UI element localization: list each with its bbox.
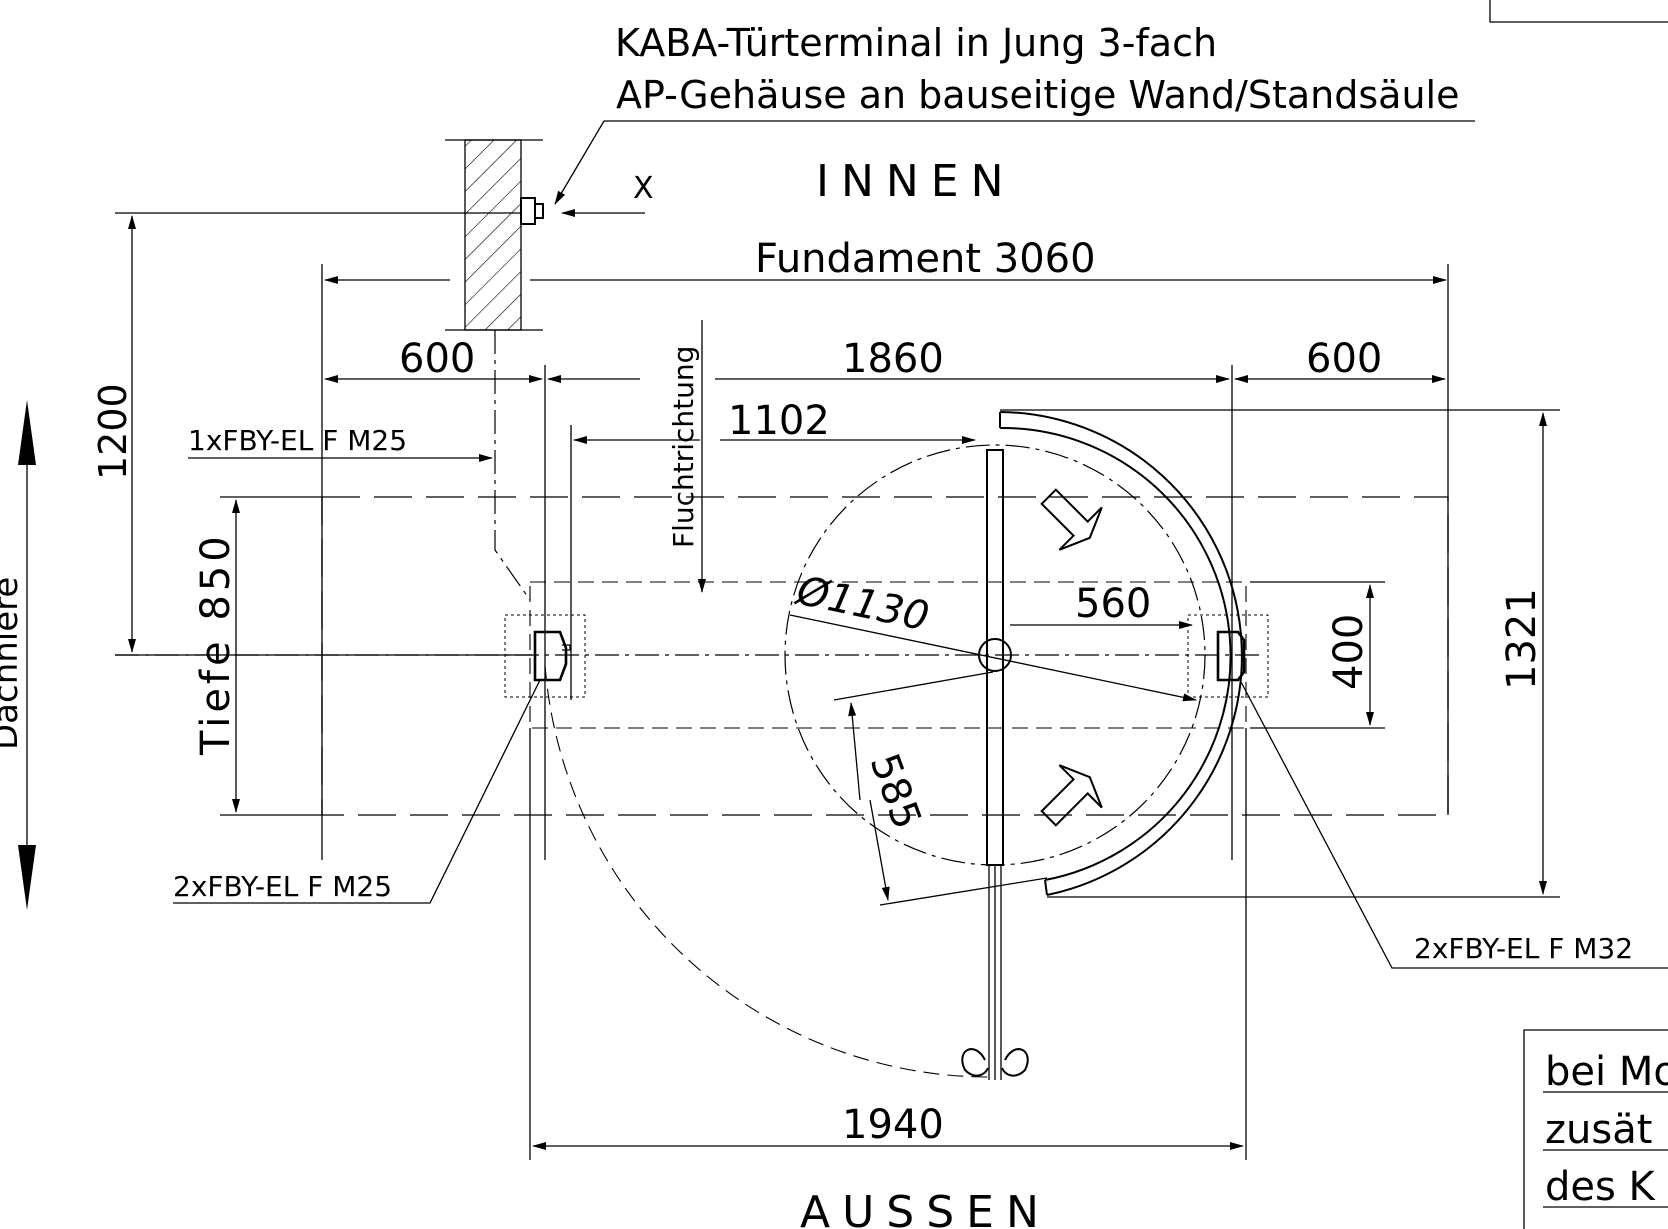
dim-585: 585	[861, 748, 930, 835]
foundation-dimension	[321, 264, 1449, 360]
note-line2: zusät	[1545, 1107, 1652, 1153]
depth-label: Tiefe 850	[193, 532, 239, 756]
note-box	[1523, 1029, 1668, 1229]
dim-1102: 1102	[728, 398, 830, 444]
side-direction-arrow	[18, 400, 36, 910]
note-line1: bei Mo	[1545, 1049, 1668, 1095]
view-x-label: X	[633, 171, 654, 206]
dim-1940: 1940	[842, 1102, 944, 1148]
dim-1321-line	[1000, 409, 1560, 898]
cable-2-label: 2xFBY-EL F M25	[173, 870, 392, 903]
dim-left-600: 600	[399, 336, 475, 382]
junction-box-left	[504, 614, 586, 698]
wall-center-line	[494, 330, 531, 601]
dim-1102-line	[570, 425, 976, 700]
foundation-outline	[321, 496, 1449, 816]
dim-560: 560	[1075, 581, 1151, 627]
junction-box-right	[1187, 614, 1269, 698]
side-label: Dachhlere	[0, 577, 26, 750]
title-block-fragment	[1489, 0, 1668, 23]
wall-column	[445, 139, 543, 331]
cable-3-leader	[1239, 679, 1668, 969]
outside-label: AUSSEN	[800, 1187, 1051, 1229]
cable-2-leader	[173, 679, 541, 904]
dim-right-600: 600	[1306, 336, 1382, 382]
dim-center-1860: 1860	[842, 336, 944, 382]
dim-diameter-line	[789, 614, 1197, 702]
door-wing	[961, 449, 1029, 1080]
inside-label: INNEN	[816, 156, 1016, 207]
foundation-label: Fundament 3060	[755, 236, 1096, 282]
dim-1321: 1321	[1499, 588, 1545, 690]
swing-arc	[544, 664, 993, 1078]
terminal-device	[520, 197, 544, 225]
rotation-arrow-bottom	[1040, 764, 1103, 827]
curved-wall	[999, 411, 1243, 896]
depth-dimension	[220, 496, 322, 816]
terminal-label-line2: AP-Gehäuse an bauseitige Wand/Standsäule	[616, 73, 1459, 117]
dim-1940-line	[529, 728, 1247, 1160]
escape-direction-label: Fluchtrichtung	[667, 346, 700, 548]
terminal-leader-line	[554, 120, 1475, 205]
dim-400-line	[1250, 581, 1385, 729]
cable-3-label: 2xFBY-EL F M32	[1414, 932, 1633, 965]
terminal-label-line1: KABA-Türterminal in Jung 3-fach	[615, 21, 1217, 65]
dim-585-line	[833, 671, 1048, 906]
cable-1-label: 1xFBY-EL F M25	[188, 424, 407, 457]
dim-1200: 1200	[91, 383, 135, 480]
note-line3: des K	[1545, 1164, 1657, 1210]
rotation-arrow-top	[1040, 488, 1103, 551]
dim-400: 400	[1326, 614, 1372, 690]
